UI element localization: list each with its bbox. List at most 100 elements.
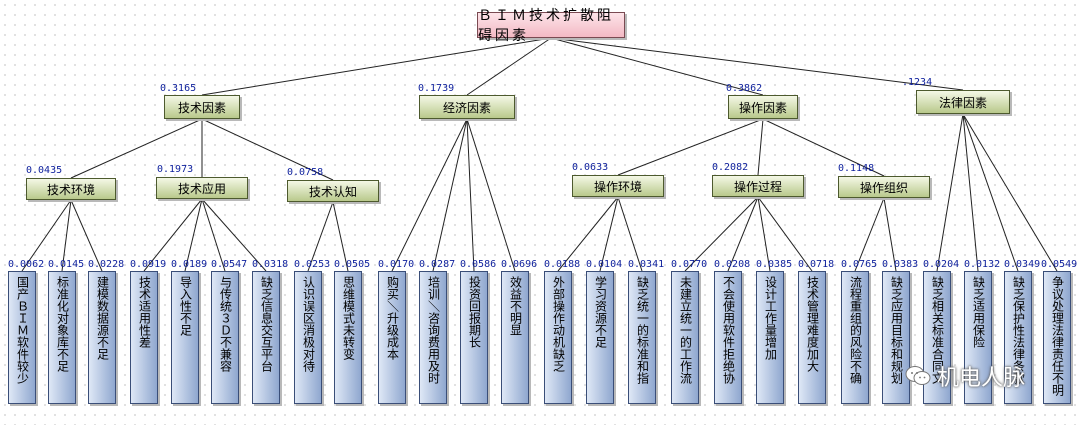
sub-technical-application[interactable]: 技术应用: [156, 177, 248, 199]
connector-line: [962, 113, 979, 272]
weight-label: 0.0062: [8, 259, 45, 270]
leaf-node[interactable]: 缺乏统一的标准和指: [628, 271, 656, 404]
connector-line: [936, 113, 964, 272]
connector-line: [757, 196, 771, 272]
weight-label: 0.1973: [157, 164, 194, 175]
sub-technical-environment[interactable]: 技术环境: [26, 178, 116, 200]
category-law[interactable]: 法律因素: [916, 90, 1010, 114]
root-node[interactable]: ＢＩＭ技术扩散阻碍因素: [477, 8, 625, 44]
weight-label: .1234: [902, 77, 933, 88]
connector-line: [143, 198, 203, 272]
connector-line: [962, 113, 1019, 272]
leaf-node[interactable]: 缺乏保护性法律条款: [1004, 271, 1032, 404]
connector-line: [70, 118, 203, 179]
connector-line: [201, 198, 226, 272]
connector-line: [184, 198, 203, 272]
leaf-node[interactable]: 投资回报期长: [460, 271, 488, 404]
connector-line: [854, 197, 885, 272]
weight-label: 0.0145: [48, 259, 85, 270]
watermark: 机电人脉: [905, 360, 1025, 392]
weight-label: 0.0132: [964, 259, 1001, 270]
sub-operation-process[interactable]: 操作过程: [712, 175, 804, 197]
weight-label: 0.0341: [628, 259, 665, 270]
connector-line: [727, 196, 759, 272]
connector-line: [762, 118, 885, 177]
weight-label: 0.0633: [572, 162, 609, 173]
leaf-node[interactable]: 导入性不足: [171, 271, 199, 404]
weight-label: 0.3862: [726, 83, 763, 94]
leaf-node[interactable]: 缺乏信息交互平台: [252, 271, 280, 404]
weight-label: 0.0349: [1004, 259, 1041, 270]
leaf-node[interactable]: 建模数据源不足: [88, 271, 116, 404]
leaf-node[interactable]: 技术适用性差: [130, 271, 158, 404]
leaf-node[interactable]: 技术管理难度加大: [798, 271, 826, 404]
connector-line: [550, 37, 764, 96]
leaf-node[interactable]: 设计工作量增加: [756, 271, 784, 404]
connector-line: [201, 118, 334, 181]
weight-label: 0.0505: [334, 259, 371, 270]
weight-label: 0.0919: [130, 259, 167, 270]
weight-label: 0.0549: [1041, 259, 1078, 270]
connector-line: [307, 201, 334, 272]
leaf-node[interactable]: 购买＼升级成本: [378, 271, 406, 404]
leaf-node[interactable]: 学习资源不足: [586, 271, 614, 404]
connector-line: [466, 37, 552, 96]
weight-label: 0.0758: [287, 167, 324, 178]
connector-line: [550, 37, 964, 91]
leaf-node[interactable]: 效益不明显: [501, 271, 529, 404]
category-economy[interactable]: 经济因素: [419, 95, 515, 119]
leaf-node[interactable]: 外部操作动机缺乏: [544, 271, 572, 404]
connector-line: [466, 118, 516, 272]
leaf-node[interactable]: 认识误区消极对待: [294, 271, 322, 404]
weight-label: 0.0547: [211, 259, 248, 270]
connector-line: [557, 196, 619, 272]
connector-line: [617, 118, 764, 176]
weight-label: 0.0586: [460, 259, 497, 270]
weight-label: 0.0770: [671, 259, 708, 270]
connector-line: [332, 201, 349, 272]
sub-technical-cognition[interactable]: 技术认知: [287, 180, 379, 202]
weight-label: 0.2082: [712, 162, 749, 173]
weight-label: 0.1148: [838, 163, 875, 174]
leaf-node[interactable]: 标准化对象库不足: [48, 271, 76, 404]
leaf-node[interactable]: 不会使用软件拒绝协: [714, 271, 742, 404]
sub-operation-environment[interactable]: 操作环境: [572, 175, 664, 197]
weight-label: 0.0189: [171, 259, 208, 270]
weight-label: 0.0188: [544, 259, 581, 270]
weight-label: 0.0435: [26, 165, 63, 176]
connector-line: [684, 196, 759, 272]
connector-line: [466, 118, 475, 272]
connector-line: [61, 199, 72, 272]
leaf-node[interactable]: 未建立统一的工作流: [671, 271, 699, 404]
connector-line: [201, 198, 267, 272]
weight-label: 0.0318: [252, 259, 289, 270]
weight-label: 0.0696: [501, 259, 538, 270]
leaf-node[interactable]: 国产ＢＩＭ软件较少: [8, 271, 36, 404]
weight-label: 0.0228: [88, 259, 125, 270]
leaf-node[interactable]: 流程重组的风险不确: [841, 271, 869, 404]
connector-line: [883, 197, 897, 272]
connector-line: [757, 118, 764, 176]
weight-label: 0.0170: [378, 259, 415, 270]
wechat-icon: [905, 366, 931, 385]
connector-line: [617, 196, 643, 272]
weight-label: 0.0208: [714, 259, 751, 270]
connector-line: [962, 113, 1058, 272]
weight-label: 0.3165: [160, 83, 197, 94]
weight-label: 0.0385: [756, 259, 793, 270]
leaf-node[interactable]: 与传统３Ｄ不兼容: [211, 271, 239, 404]
connector-line: [432, 118, 468, 272]
leaf-node[interactable]: 缺乏适用保险: [964, 271, 992, 404]
watermark-text: 机电人脉: [937, 366, 1026, 391]
connector-line: [21, 199, 72, 272]
leaf-node[interactable]: 缺乏应用目标和规划: [882, 271, 910, 404]
connector-line: [201, 37, 552, 96]
category-operation[interactable]: 操作因素: [728, 95, 798, 119]
sub-operation-organization[interactable]: 操作组织: [838, 176, 930, 198]
category-technology[interactable]: 技术因素: [164, 95, 240, 119]
leaf-node[interactable]: 思维模式未转变: [334, 271, 362, 404]
leaf-node[interactable]: 培训＼咨询费用及时: [419, 271, 447, 404]
leaf-node[interactable]: 争议处理法律责任不明: [1043, 271, 1071, 404]
